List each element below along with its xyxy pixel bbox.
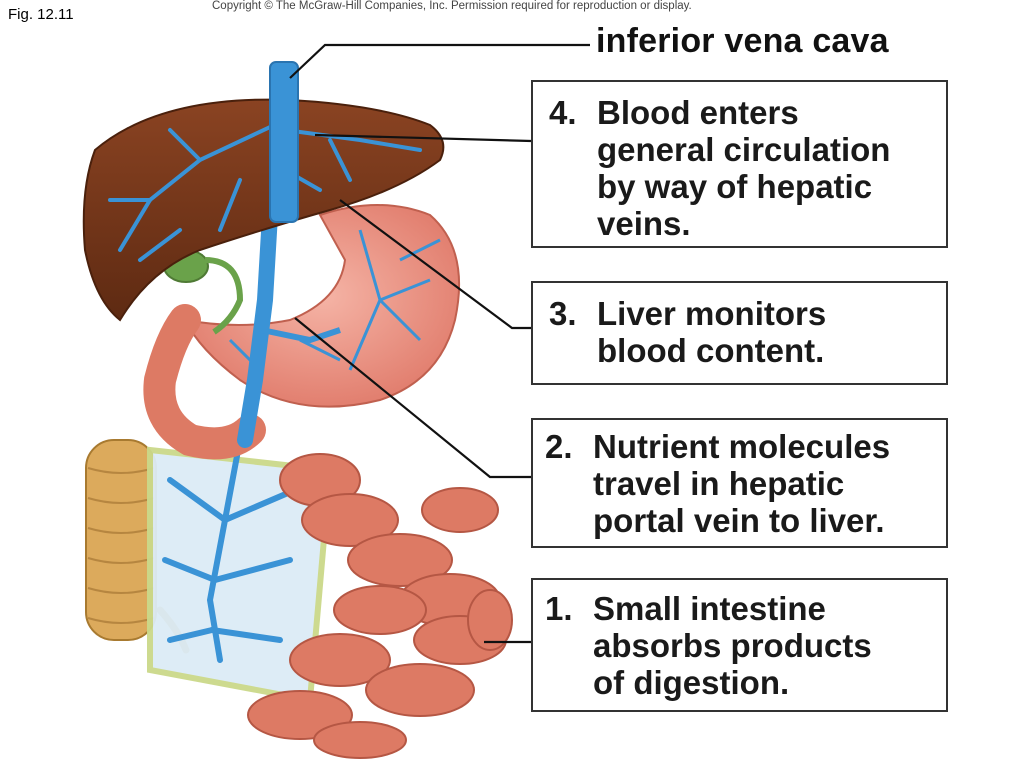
step-3-line-1: Liver monitors [597,295,827,332]
figure-label: Fig. 12.11 [8,6,74,23]
inferior-vena-cava [269,61,299,223]
step-2-line-2: travel in hepatic [593,465,845,502]
step-4-line-2: general circulation [597,131,891,168]
leader-lines [289,43,590,644]
step-3-box: 3. Liver monitors blood content. [531,281,948,385]
step-1-box: 1. Small intestine absorbs products of d… [531,578,948,712]
step-4-box: 4. Blood enters general circulation by w… [531,80,948,248]
step-3-number: 3. [549,295,577,332]
step-4-line-4: veins. [597,205,691,242]
step-1-line-1: Small intestine [593,590,826,627]
step-1-line-2: absorbs products [593,627,872,664]
mesentery [147,437,334,704]
copyright-notice: Copyright © The McGraw-Hill Companies, I… [212,0,692,12]
small-intestine [247,453,513,759]
ivc-label: inferior vena cava [596,22,889,60]
liver [82,98,445,322]
step-1-line-3: of digestion. [593,664,790,701]
step-4-line-1: Blood enters [597,94,799,131]
step-1-number: 1. [545,590,573,627]
step-3-line-2: blood content. [597,332,825,369]
step-2-line-1: Nutrient molecules [593,428,891,465]
step-2-number: 2. [545,428,573,465]
step-2-box: 2. Nutrient molecules travel in hepatic … [531,418,948,548]
hepatic-portal-vein [237,207,278,448]
step-2-line-3: portal vein to liver. [593,502,885,539]
step-4-number: 4. [549,94,577,131]
step-4-line-3: by way of hepatic [597,168,873,205]
